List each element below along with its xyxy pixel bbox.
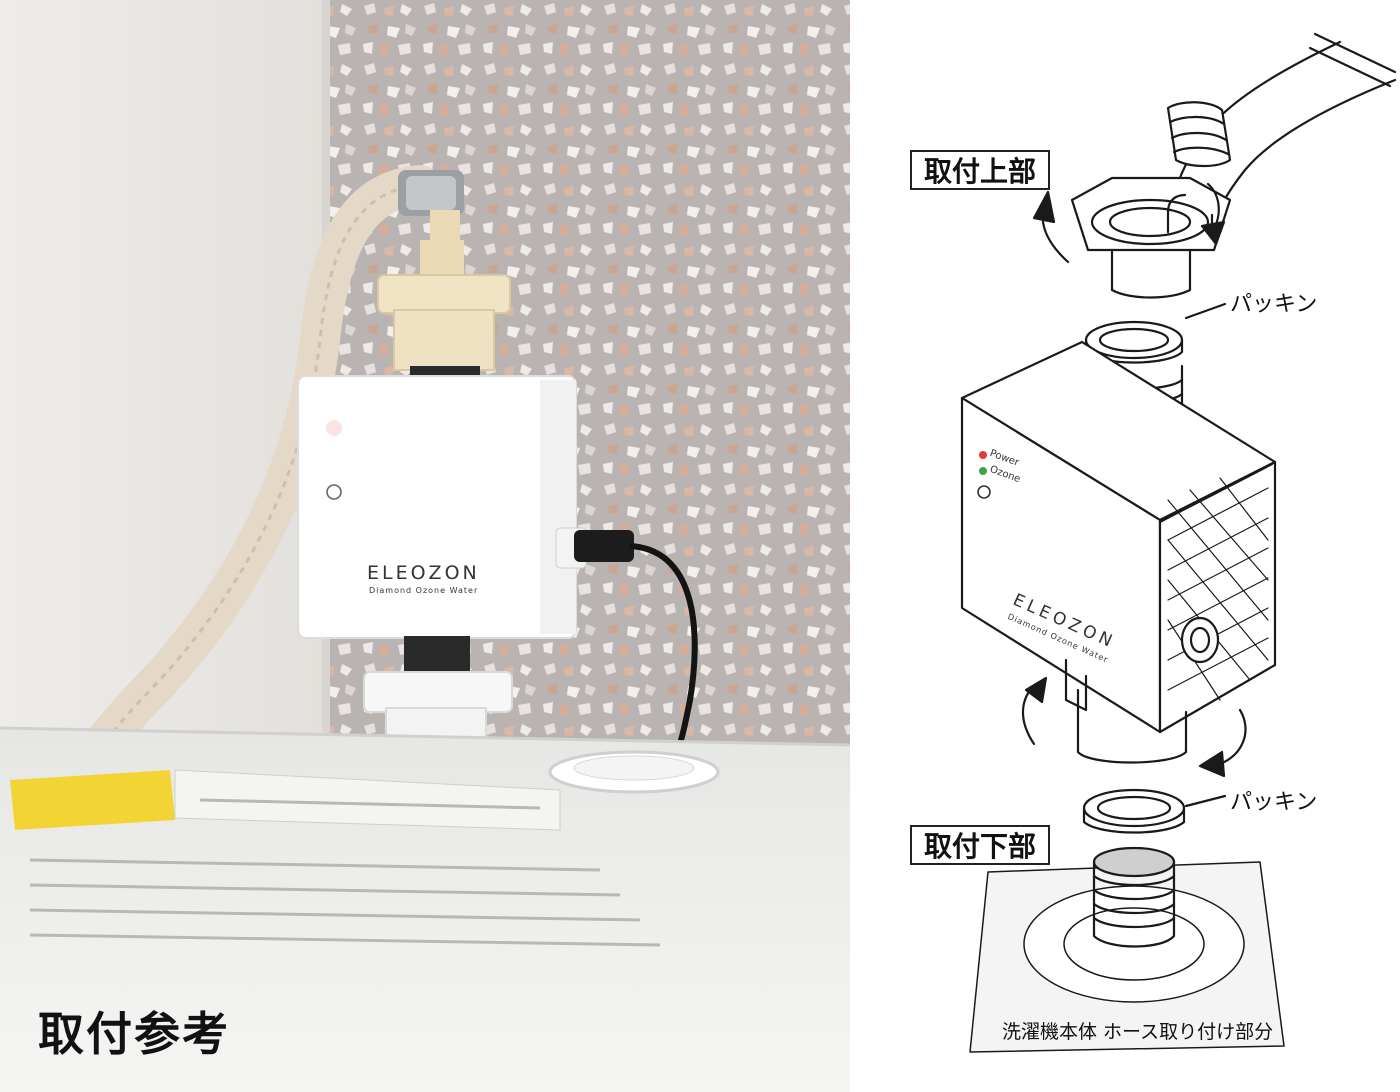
gasket-label-bottom: パッキン <box>1230 790 1318 815</box>
photo-device-tagline: Diamond Ozone Water <box>369 586 479 595</box>
power-led-icon <box>979 451 987 459</box>
installation-diagram: 取付上部 パッキン 取付下部 パッキン Power Ozone ELEOZON … <box>850 0 1400 1092</box>
photo-device-brand: ELEOZON <box>367 562 480 584</box>
ozone-led-icon <box>979 467 987 475</box>
reset-icon <box>977 485 991 499</box>
top-mount-label: 取付上部 <box>910 150 1051 190</box>
base-caption: 洗濯機本体 ホース取り付け部分 <box>1002 1021 1274 1043</box>
photo-illustration <box>0 0 850 1092</box>
diagram-illustration <box>960 32 1397 1053</box>
gasket-label-top: パッキン <box>1230 292 1318 317</box>
photo-caption: 取付参考 <box>38 1007 230 1061</box>
bottom-mount-label: 取付下部 <box>910 825 1051 865</box>
installation-photo: ELEOZON Diamond Ozone Water 取付参考 <box>0 0 850 1092</box>
